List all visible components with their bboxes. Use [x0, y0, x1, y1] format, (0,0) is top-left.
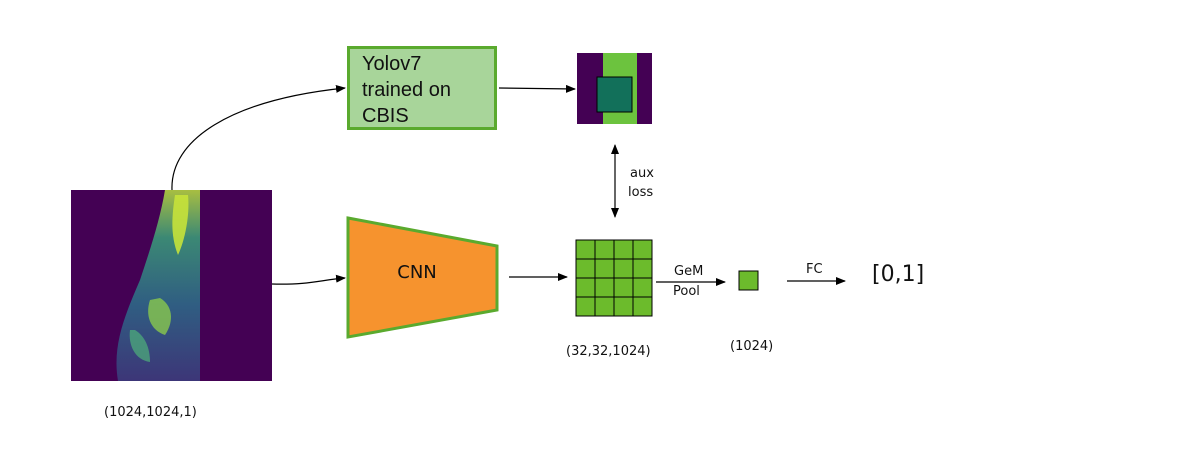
output-range-label: [0,1]	[872, 262, 925, 287]
pooled-shape-label: (1024)	[730, 339, 774, 354]
feature-map-cell	[632, 296, 653, 317]
feature-map-cell	[632, 239, 653, 260]
feature-map-cell	[575, 277, 596, 298]
arrow-input-to-yolo	[171, 84, 346, 191]
feature-map-cell	[613, 296, 634, 317]
yolo-line-3: CBIS	[362, 105, 409, 127]
feature-map-cell	[632, 258, 653, 279]
feature-map-cell	[594, 239, 615, 260]
aux-loss-label-line2: loss	[628, 185, 654, 200]
feature-map-cell	[613, 258, 634, 279]
aux-loss-label-line1: aux	[630, 166, 654, 181]
feature-map-cell	[632, 277, 653, 298]
feature-map-cell	[594, 258, 615, 279]
feature-map-cell	[575, 258, 596, 279]
yolo-line-2: trained on	[362, 79, 451, 101]
pooled-vector	[738, 270, 759, 291]
feature-map-shape-label: (32,32,1024)	[566, 344, 651, 359]
input-mammogram-image	[71, 190, 272, 381]
yolo-detector-box: Yolov7 trained on CBIS	[347, 46, 497, 130]
input-shape-label: (1024,1024,1)	[104, 405, 197, 420]
feature-map-cell	[594, 277, 615, 298]
yolo-label: Yolov7 trained on CBIS	[362, 51, 451, 129]
fc-label: FC	[806, 262, 823, 277]
detection-map	[577, 53, 652, 124]
feature-map-cell	[575, 296, 596, 317]
pool-label: Pool	[673, 284, 700, 299]
feature-map-cell	[613, 239, 634, 260]
yolo-line-1: Yolov7	[362, 53, 422, 75]
cnn-block	[346, 216, 499, 339]
feature-map-grid	[575, 239, 653, 317]
arrow-yolo-to-detection	[498, 84, 576, 93]
cnn-label: CNN	[397, 262, 437, 283]
feature-map-cell	[594, 296, 615, 317]
arrow-input-to-cnn	[271, 274, 346, 285]
feature-map-cell	[613, 277, 634, 298]
feature-map-cell	[575, 239, 596, 260]
gem-label: GeM	[674, 264, 704, 279]
